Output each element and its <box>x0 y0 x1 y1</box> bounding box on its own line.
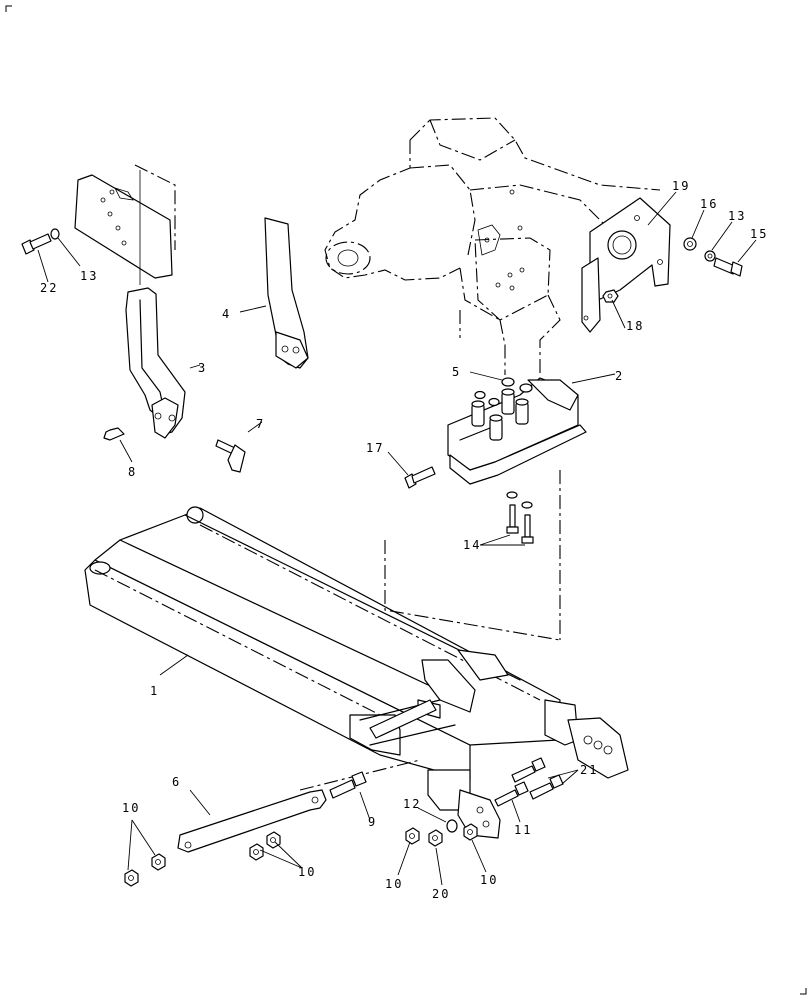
callout-13-right: 13 <box>728 209 746 223</box>
callout-5: 5 <box>452 365 461 379</box>
washer-part-20 <box>428 829 443 847</box>
bracket-part-4 <box>264 217 309 369</box>
washer-part-16 <box>683 237 697 251</box>
callout-22: 22 <box>40 281 58 295</box>
spacer-bushings <box>471 388 529 441</box>
callout-16: 16 <box>700 197 718 211</box>
callout-14: 14 <box>463 538 481 552</box>
callout-18: 18 <box>626 319 644 333</box>
callout-10-a: 10 <box>122 801 140 815</box>
nut-part-18 <box>602 289 619 303</box>
axle-pin <box>369 699 437 739</box>
bolts-part-21 <box>511 757 564 800</box>
corner-mark-top-left <box>5 5 12 12</box>
callout-9: 9 <box>368 815 377 829</box>
rear-frame-section <box>74 164 176 285</box>
bolt-part-11 <box>494 781 529 807</box>
callout-7: 7 <box>256 417 265 431</box>
callout-20: 20 <box>432 887 450 901</box>
callout-3: 3 <box>198 361 207 375</box>
lock-washer-part-13-right <box>704 250 716 262</box>
callout-19: 19 <box>672 179 690 193</box>
bolts-part-14 <box>506 491 534 544</box>
pin-part-7 <box>215 439 246 473</box>
callout-labels: 1 2 3 4 5 6 7 8 9 10 10 10 10 11 12 13 1… <box>40 179 768 901</box>
leader-lines <box>37 191 757 886</box>
corner-mark-bottom-right <box>800 988 807 995</box>
callout-10-c: 10 <box>385 877 403 891</box>
lock-washer-part-12 <box>446 819 458 833</box>
callout-4: 4 <box>222 307 231 321</box>
support-arm-part-3 <box>125 287 186 439</box>
clip-part-8 <box>103 427 125 441</box>
bolt-part-9 <box>329 771 367 799</box>
support-plate-part-19 <box>581 197 671 333</box>
tractor-housing-outline <box>324 117 661 375</box>
bolt-part-15 <box>713 257 743 277</box>
nuts-part-10 <box>124 823 478 887</box>
bolt-part-22 <box>21 233 52 255</box>
bracket-part-2 <box>447 377 587 485</box>
link-bar-part-6 <box>177 789 327 853</box>
callout-8: 8 <box>128 465 137 479</box>
callout-10-d: 10 <box>480 873 498 887</box>
callout-17: 17 <box>366 441 384 455</box>
callout-10-b: 10 <box>298 865 316 879</box>
washers-part-5 <box>474 377 533 407</box>
bolt-part-17 <box>404 466 436 489</box>
callout-21: 21 <box>580 763 598 777</box>
callout-6: 6 <box>172 775 181 789</box>
callout-2: 2 <box>615 369 624 383</box>
lock-washer-part-13-left <box>50 228 60 240</box>
main-frame-part-1 <box>84 506 629 839</box>
callout-13-left: 13 <box>80 269 98 283</box>
callout-1: 1 <box>150 684 159 698</box>
callout-12: 12 <box>403 797 421 811</box>
callout-11: 11 <box>514 823 532 837</box>
callout-15: 15 <box>750 227 768 241</box>
